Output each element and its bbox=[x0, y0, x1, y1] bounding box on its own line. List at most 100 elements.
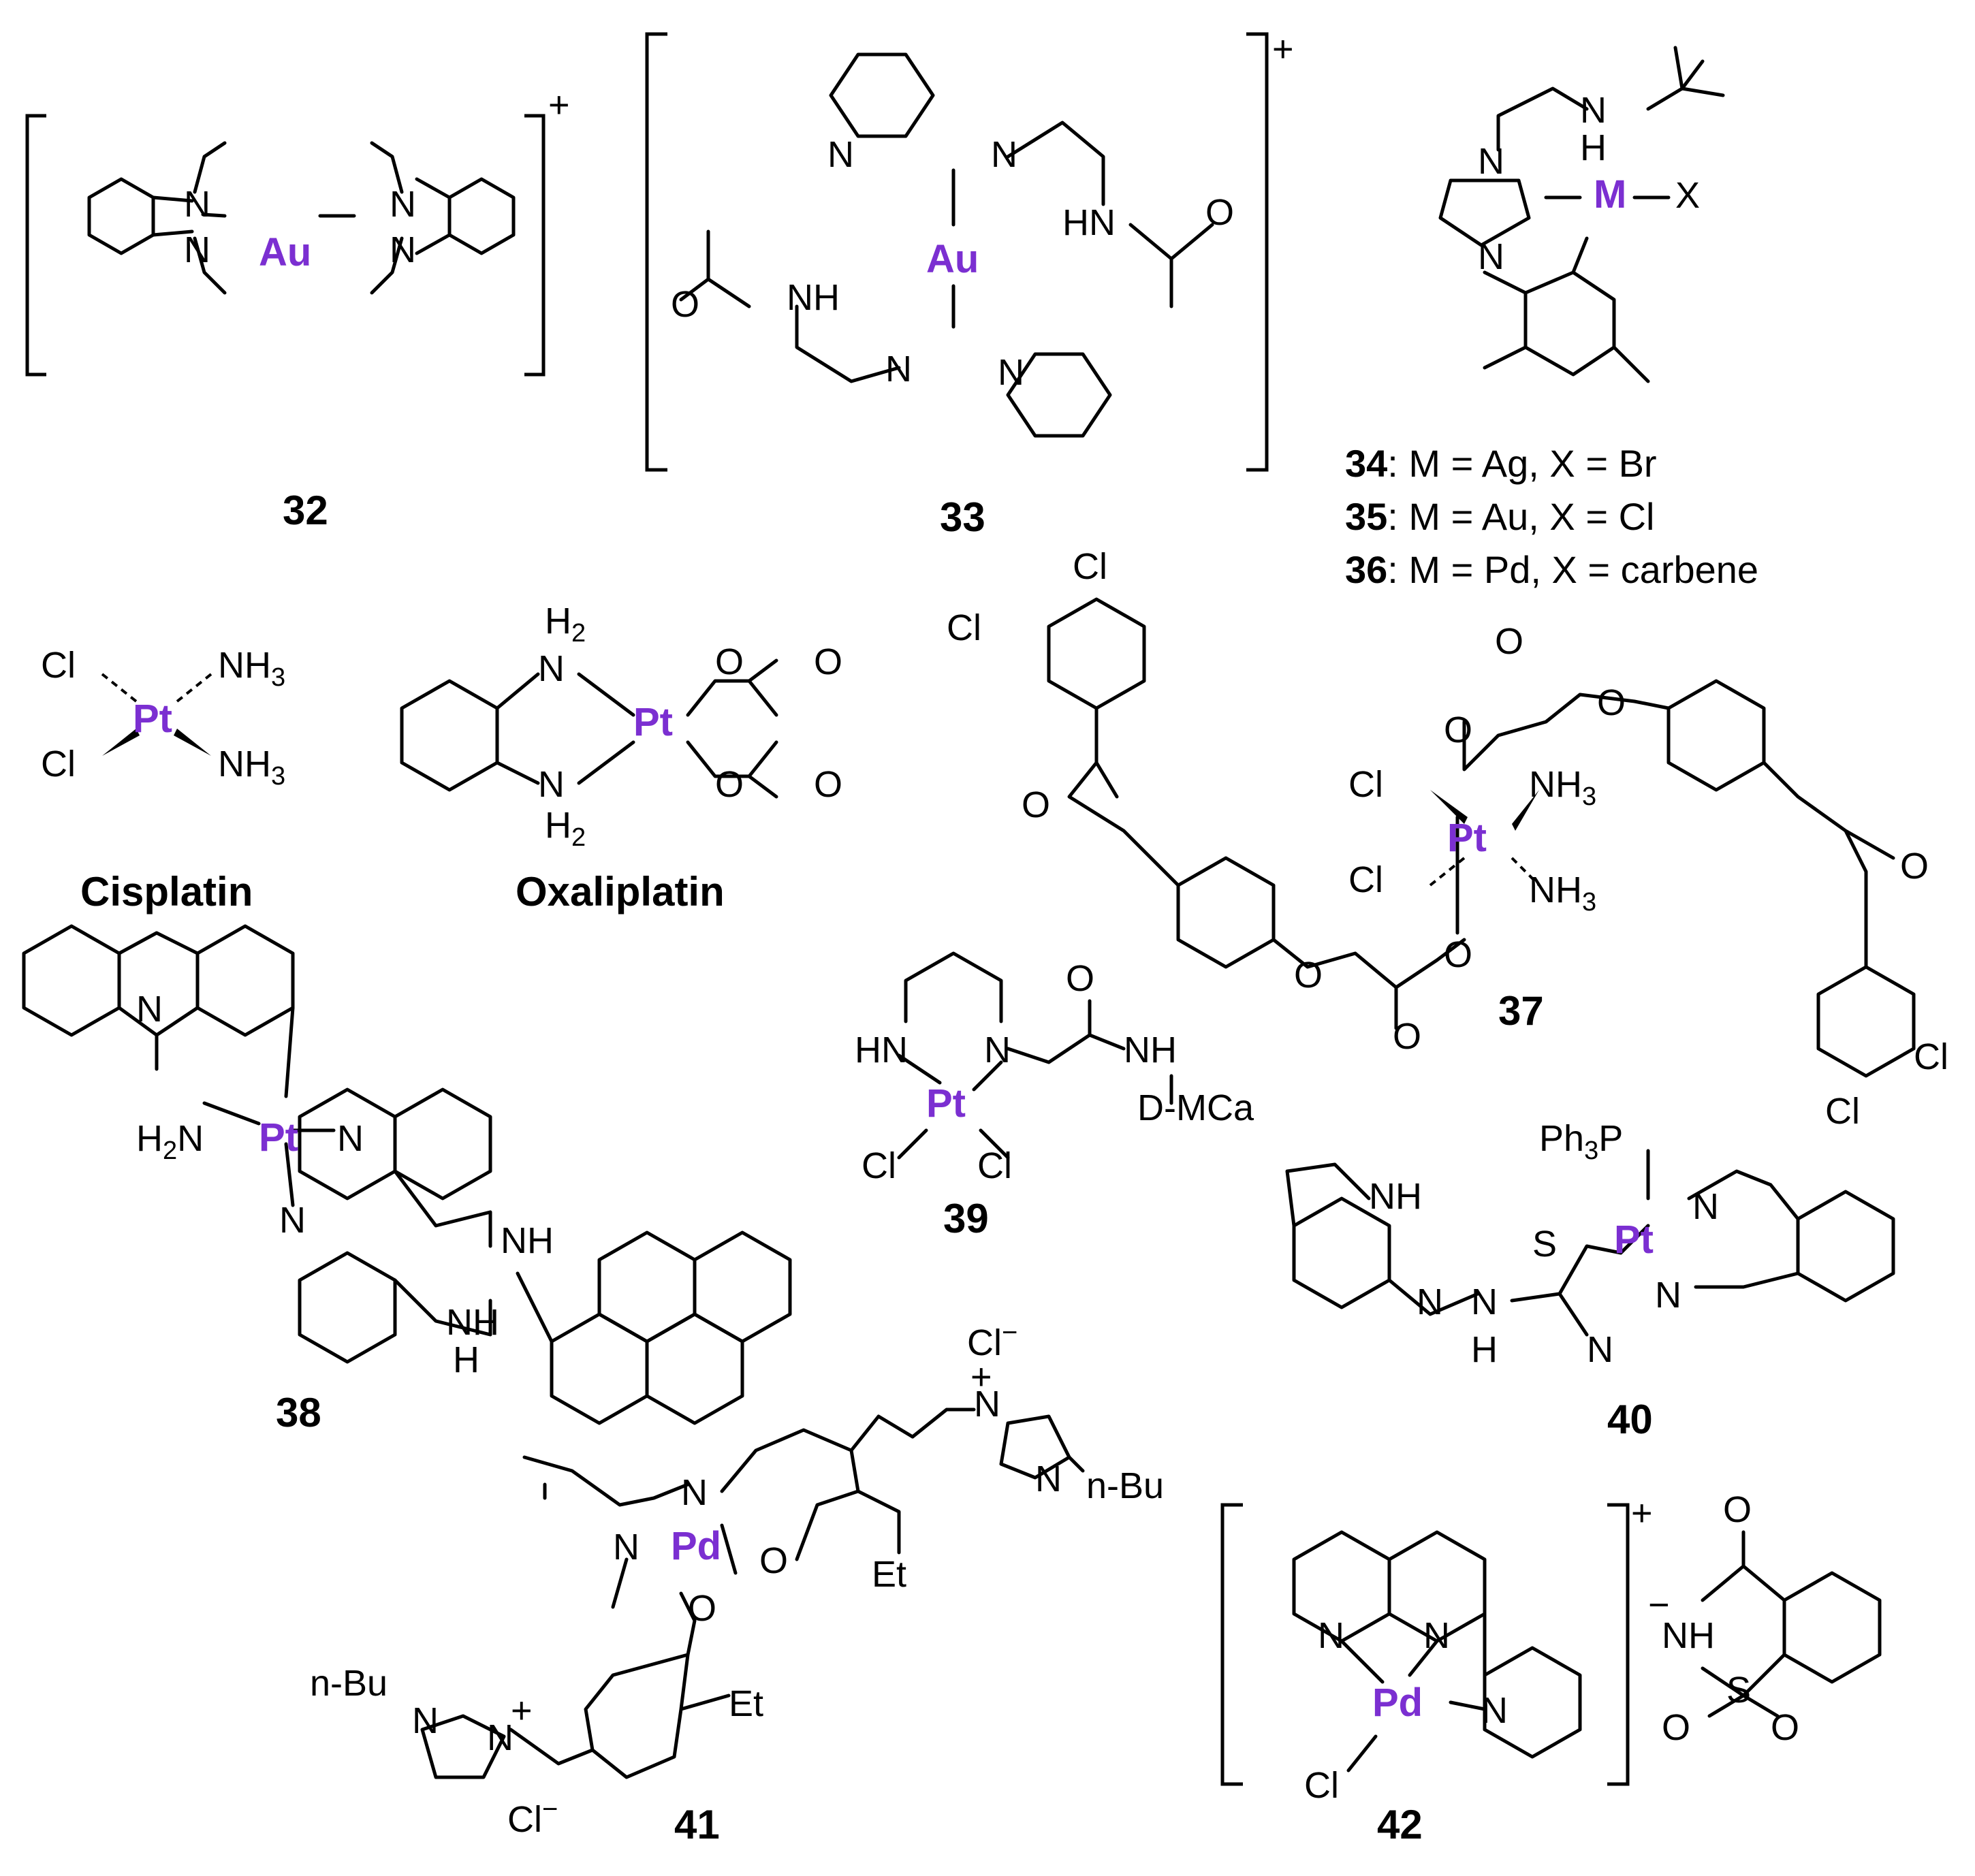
compound-label-40: 40 bbox=[1607, 1397, 1653, 1442]
phenanthroline-ring-b bbox=[393, 1087, 492, 1201]
atom-n: N bbox=[681, 1472, 708, 1513]
compound-label-38: 38 bbox=[276, 1390, 321, 1435]
charge-minus: − bbox=[1648, 1585, 1670, 1625]
terpyridine-ring-c bbox=[1483, 1646, 1582, 1759]
atom-nbu: n-Bu bbox=[1086, 1465, 1164, 1506]
compound-39: HN N Pt O NH D-MCa Cl Cl 39 bbox=[855, 951, 1254, 1241]
phenyl-ring-right bbox=[1666, 679, 1766, 792]
metal-pd: Pd bbox=[1372, 1681, 1423, 1725]
wedge-bonds bbox=[1430, 790, 1539, 831]
charge-plus: + bbox=[511, 1690, 533, 1731]
atom-cl: Cl bbox=[977, 1145, 1012, 1186]
atom-h: H bbox=[1580, 127, 1607, 168]
atom-o: O bbox=[715, 641, 744, 682]
bonds bbox=[897, 951, 1173, 1160]
atom-h: H bbox=[1471, 1329, 1498, 1370]
nh: NH bbox=[1529, 870, 1582, 910]
atom-n: N bbox=[1035, 1459, 1062, 1499]
wedge-bonds bbox=[102, 729, 211, 756]
bonds bbox=[1285, 1149, 1800, 1337]
atom-et: Et bbox=[872, 1554, 906, 1595]
atom-nh3: NH3 bbox=[1529, 870, 1596, 917]
atom-o: O bbox=[1723, 1489, 1752, 1530]
atom-o: O bbox=[1444, 934, 1472, 975]
metal-m: M bbox=[1594, 172, 1626, 217]
atom-n: N bbox=[1481, 1690, 1508, 1731]
bonds bbox=[155, 1006, 554, 1344]
atom-et: Et bbox=[729, 1683, 763, 1724]
atom-o: O bbox=[759, 1540, 788, 1581]
legend-text: : M = Au, X = Cl bbox=[1387, 495, 1654, 538]
atom-h: H bbox=[453, 1339, 479, 1380]
compound-38: N H2N Pt N N NH NH H 38 bbox=[22, 924, 792, 1435]
bonds bbox=[495, 658, 778, 799]
cyclohexane-ring bbox=[400, 679, 499, 792]
sub3: 3 bbox=[271, 762, 285, 791]
atom-cl-minus: Cl− bbox=[967, 1318, 1017, 1363]
bracket-right bbox=[1246, 32, 1269, 472]
metal-pt: Pt bbox=[1447, 816, 1487, 860]
legend-line-36: 36: M = Pd, X = carbene bbox=[1345, 548, 1758, 591]
atom-cl: Cl bbox=[1825, 1091, 1860, 1132]
atom-o: O bbox=[1205, 192, 1234, 233]
atom-n: N bbox=[885, 349, 912, 389]
legend-text: : M = Ag, X = Br bbox=[1387, 442, 1656, 485]
nh: NH bbox=[218, 744, 271, 784]
compound-40: NH N N H S N N Pt N Ph3P 40 bbox=[1285, 1118, 1895, 1442]
atom-o: O bbox=[1294, 955, 1323, 996]
bonds bbox=[509, 1414, 915, 1779]
cyclohexyl-ring bbox=[22, 924, 121, 1037]
atom-cl: Cl bbox=[41, 645, 76, 686]
atom-n: N bbox=[1423, 1615, 1450, 1656]
atom-o: O bbox=[1066, 958, 1094, 999]
h: H bbox=[136, 1118, 163, 1159]
compound-41: N N Pd O O Et Et N + N n-Bu Cl− n-Bu N N… bbox=[310, 1318, 1164, 1847]
compound-32: + N N N N Au 32 bbox=[25, 84, 570, 533]
ph: Ph bbox=[1539, 1118, 1584, 1159]
saccharinate-benzo-ring bbox=[1782, 1571, 1882, 1684]
bonds bbox=[679, 121, 1214, 383]
pyridine-ring-top bbox=[829, 52, 935, 138]
atom-n: N bbox=[184, 184, 210, 225]
sub3: 3 bbox=[271, 663, 285, 692]
compound-label-cisplatin: Cisplatin bbox=[80, 869, 253, 915]
atom-n: N bbox=[1692, 1186, 1719, 1227]
atom-o: O bbox=[1900, 846, 1929, 887]
legend-num: 35 bbox=[1345, 495, 1387, 538]
atom-n: N bbox=[390, 184, 416, 225]
imidazolium-ring-bottom bbox=[420, 1714, 506, 1779]
atom-n: N bbox=[538, 764, 565, 805]
minus: − bbox=[1002, 1318, 1017, 1348]
atom-o: O bbox=[1022, 784, 1050, 825]
atom-cl: Cl bbox=[947, 607, 981, 648]
atom-o: O bbox=[715, 764, 744, 805]
pyridine-ring-bottom bbox=[1006, 352, 1112, 438]
linker-bonds bbox=[911, 1408, 1085, 1473]
charge-plus: + bbox=[970, 1356, 992, 1397]
atom-n: N bbox=[1318, 1615, 1344, 1656]
atom-o: O bbox=[671, 284, 699, 325]
atom-o: O bbox=[1495, 621, 1523, 662]
metal-pt: Pt bbox=[133, 697, 172, 741]
compound-label-oxaliplatin: Oxaliplatin bbox=[516, 869, 725, 915]
compound-oxaliplatin: N N H2 H2 Pt O O O O Oxaliplatin bbox=[400, 601, 842, 915]
charge-plus: + bbox=[1272, 29, 1294, 69]
sub2: 2 bbox=[163, 1136, 177, 1165]
atom-n: N bbox=[390, 229, 416, 270]
pyrene-ring-c bbox=[550, 1312, 649, 1425]
atom-o: O bbox=[688, 1588, 716, 1629]
dichlorophenyl-ring-bottom bbox=[1816, 965, 1916, 1078]
benzene-ring-right bbox=[447, 177, 516, 255]
atom-n: N bbox=[1580, 90, 1607, 131]
atom-nh: NH bbox=[501, 1220, 554, 1261]
legend-num: 34 bbox=[1345, 442, 1387, 485]
atom-n: N bbox=[412, 1700, 439, 1741]
atom-n: N bbox=[136, 989, 163, 1030]
atom-n: N bbox=[279, 1200, 306, 1241]
atom-nh: NH bbox=[446, 1302, 499, 1343]
atom-cl: Cl bbox=[1914, 1036, 1948, 1077]
atom-nh: NH bbox=[1662, 1615, 1715, 1656]
ethyl-bonds bbox=[193, 141, 404, 295]
indole-benzo-right bbox=[1796, 1190, 1895, 1303]
bracket-right bbox=[1607, 1503, 1630, 1786]
